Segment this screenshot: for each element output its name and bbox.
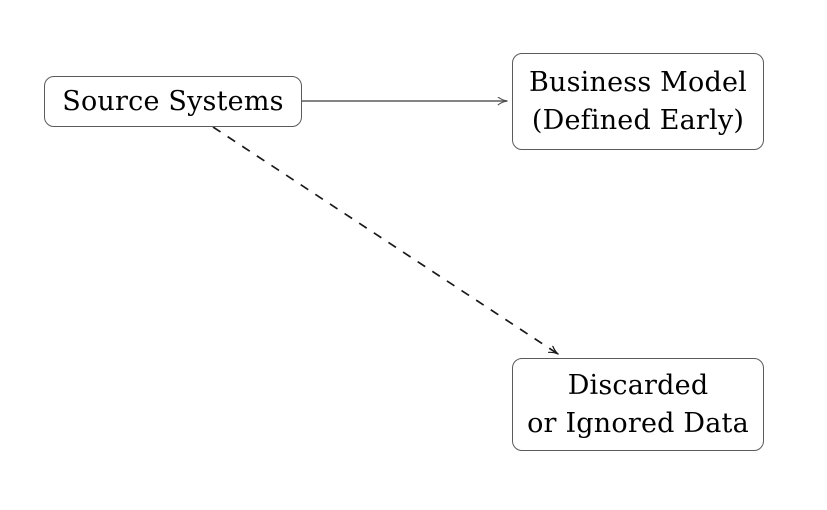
- node-discarded-data-line-1: Discarded: [567, 369, 709, 401]
- node-source-systems-line-1: Source Systems: [62, 85, 284, 117]
- node-discarded-data-line-2: or Ignored Data: [527, 407, 749, 439]
- edge-source-to-discarded: [212, 126, 558, 355]
- node-business-model-line-1: Business Model: [529, 66, 747, 98]
- node-business-model-line-2: (Defined Early): [531, 104, 745, 136]
- node-source-systems[interactable]: Source Systems: [44, 76, 302, 127]
- node-business-model[interactable]: Business Model (Defined Early): [512, 53, 764, 150]
- node-discarded-data[interactable]: Discarded or Ignored Data: [512, 358, 764, 451]
